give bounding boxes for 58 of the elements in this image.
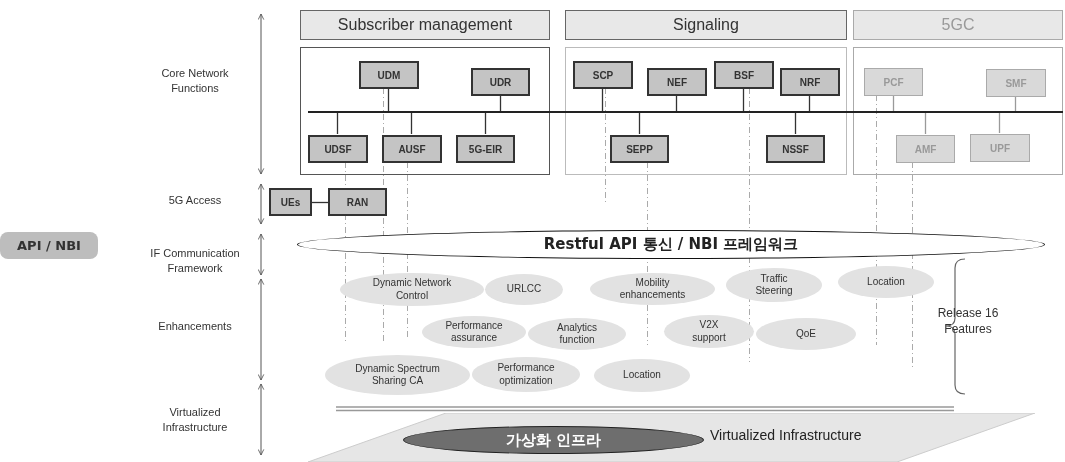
- group-box: [300, 47, 550, 175]
- tag-box: API / NBI: [0, 232, 98, 259]
- connector-line: [638, 112, 641, 135]
- function-box: 5G-EIR: [456, 135, 515, 163]
- feature-ellipse: QoE: [756, 318, 856, 350]
- connector-line: [794, 112, 797, 135]
- side-label: Virtualized Infrastructure: [161, 405, 229, 435]
- function-box: SEPP: [610, 135, 669, 163]
- guide-line: [345, 161, 346, 343]
- connector-line: [601, 87, 604, 112]
- function-box: NEF: [647, 68, 707, 96]
- feature-ellipse: Analytics function: [528, 318, 626, 350]
- function-box: NSSF: [766, 135, 825, 163]
- feature-ellipse: URLCC: [485, 274, 563, 305]
- function-box: RAN: [328, 188, 387, 216]
- function-box: UDR: [471, 68, 530, 96]
- function-box: NRF: [780, 68, 840, 96]
- function-box: SMF: [986, 69, 1046, 97]
- platform: [308, 413, 1035, 462]
- function-box: AUSF: [382, 135, 442, 163]
- header-box: 5GC: [853, 10, 1063, 40]
- platform-label: Virtualized Infrastructure: [710, 427, 862, 443]
- connector-line: [387, 87, 390, 112]
- function-box: UDM: [359, 61, 419, 89]
- group-box: [853, 47, 1063, 175]
- header-box: Subscriber management: [300, 10, 550, 40]
- side-label: 5G Access: [167, 193, 223, 208]
- connector-line: [924, 112, 927, 135]
- function-box: UPF: [970, 134, 1030, 162]
- function-box: BSF: [714, 61, 774, 89]
- function-box: PCF: [864, 68, 923, 96]
- function-box: UDSF: [308, 135, 368, 163]
- group-box: [565, 47, 847, 175]
- feature-ellipse: Location: [594, 359, 690, 392]
- feature-ellipse: Dynamic Network Control: [340, 273, 484, 306]
- side-label: Enhancements: [157, 319, 233, 334]
- connector-line: [336, 112, 339, 135]
- feature-ellipse: Traffic Steering: [726, 268, 822, 302]
- function-box: AMF: [896, 135, 955, 163]
- function-box: SCP: [573, 61, 633, 89]
- feature-ellipse: Dynamic Spectrum Sharing CA: [325, 355, 470, 395]
- side-label: IF Communication Framework: [149, 246, 241, 276]
- feature-ellipse: Location: [838, 266, 934, 298]
- connector-line: [742, 87, 745, 112]
- connector-line: [484, 112, 487, 135]
- framework-ellipse: Restful API 통신 / NBI 프레임워크: [297, 230, 1045, 259]
- side-label: Release 16 Features: [936, 305, 1000, 338]
- bus-line: [308, 111, 1063, 113]
- feature-ellipse: V2X support: [664, 315, 754, 348]
- function-box: UEs: [269, 188, 312, 216]
- side-label: Core Network Functions: [160, 66, 230, 96]
- feature-ellipse: Mobility enhancements: [590, 273, 715, 305]
- header-box: Signaling: [565, 10, 847, 40]
- connector-line: [410, 112, 413, 135]
- feature-ellipse: Performance optimization: [472, 357, 580, 392]
- guide-line: [912, 161, 913, 369]
- feature-ellipse: Performance assurance: [422, 316, 526, 348]
- connector-line: [998, 112, 1001, 134]
